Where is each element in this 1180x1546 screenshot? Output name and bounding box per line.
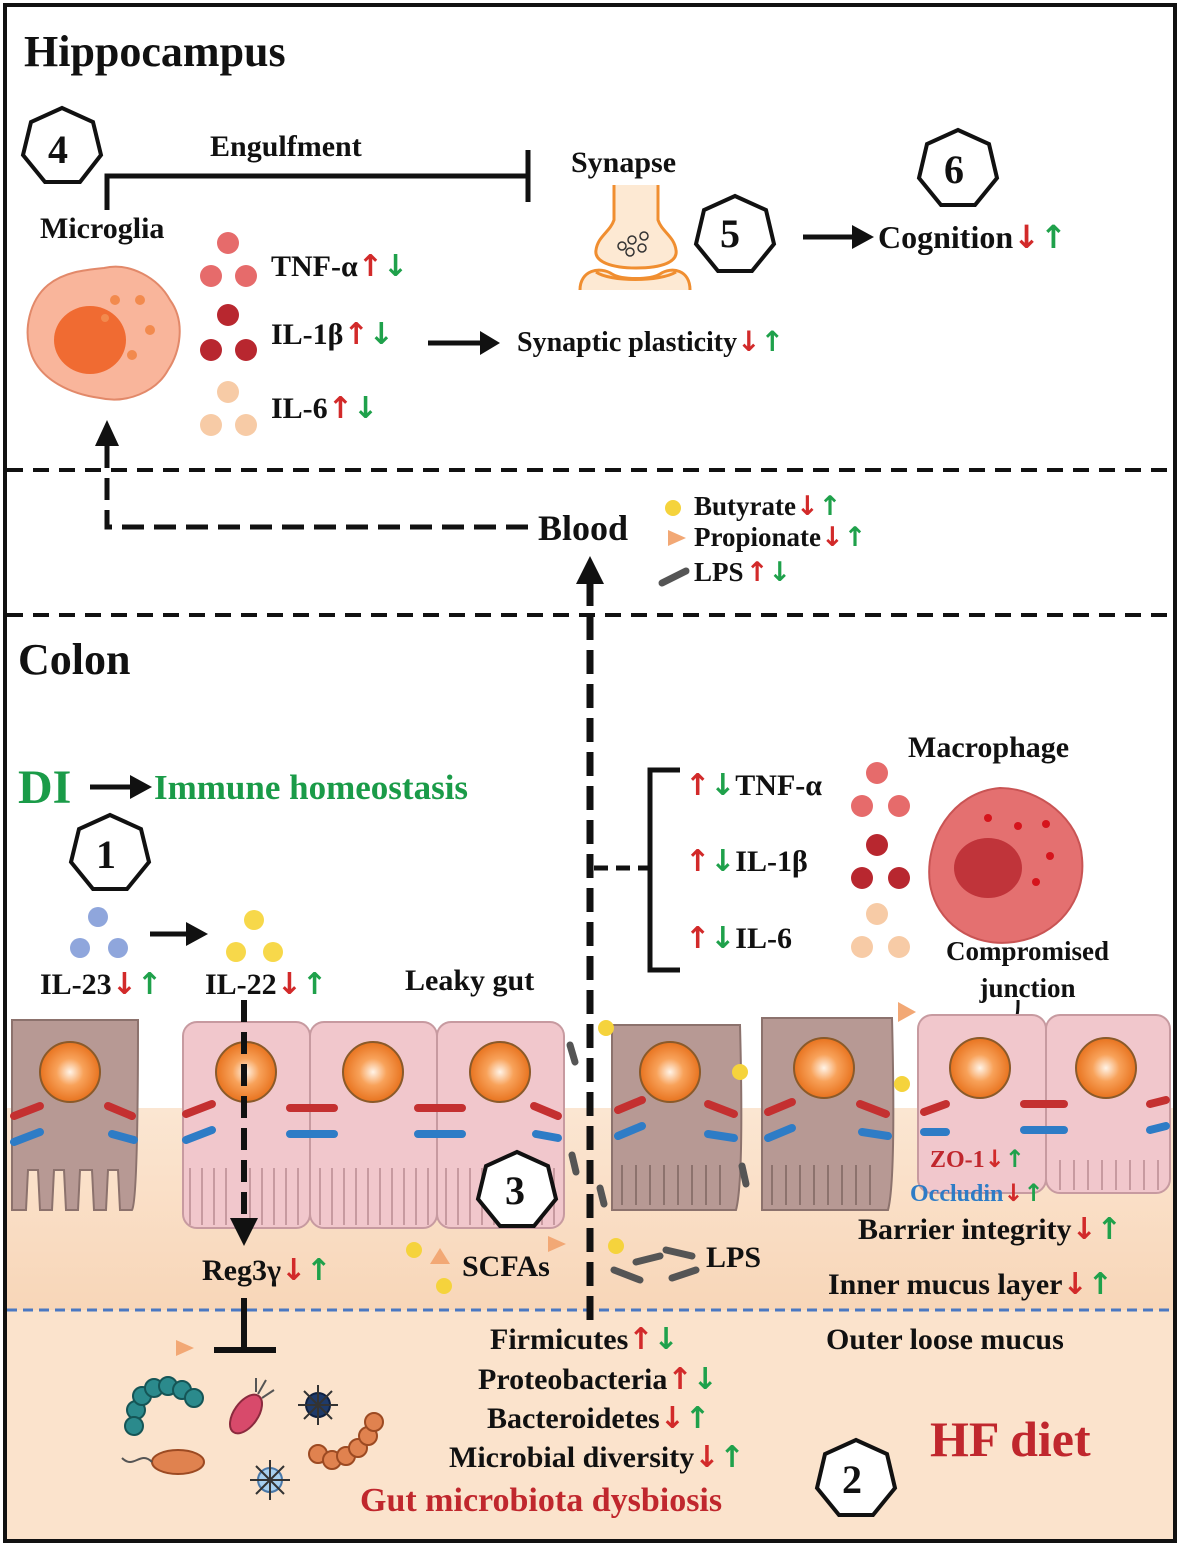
step-5-badge bbox=[693, 193, 777, 273]
inner-mucus-label: Inner mucus layer↓↑ bbox=[828, 1267, 1113, 1302]
propionate-label: Propionate↓↑ bbox=[694, 522, 867, 553]
occludin-label: Occludin↓↑ bbox=[910, 1179, 1044, 1207]
leaky-gut-label: Leaky gut bbox=[405, 964, 535, 997]
blood-label: Blood bbox=[538, 508, 629, 548]
microbial-diversity-label: Microbial diversity↓↑ bbox=[449, 1440, 745, 1475]
bacteroidetes-label: Bacteroidetes↓↑ bbox=[487, 1401, 711, 1436]
macrophage-il6: ↑↓IL-6 bbox=[685, 921, 792, 956]
microglia-il6: IL-6↑↓ bbox=[271, 391, 378, 426]
macrophage-il1b: ↑↓IL-1β bbox=[685, 844, 808, 879]
microglia-il1b: IL-1β↑↓ bbox=[271, 317, 394, 352]
step-6-number: 6 bbox=[944, 147, 964, 192]
step-6-badge bbox=[916, 127, 1000, 207]
di-label: DI bbox=[18, 761, 72, 814]
compromised-junction-label: Compromised junction bbox=[946, 936, 1110, 1003]
macrophage-label: Macrophage bbox=[908, 731, 1070, 764]
immune-homeostasis-label: Immune homeostasis bbox=[154, 768, 469, 807]
outer-frame bbox=[3, 3, 1177, 1543]
step-3-badge bbox=[475, 1149, 559, 1228]
butyrate-label: Butyrate↓↑ bbox=[694, 491, 842, 522]
macrophage-nucleus bbox=[954, 838, 1022, 898]
colon-title: Colon bbox=[18, 635, 131, 684]
step-4-badge bbox=[20, 105, 104, 184]
cognition-label: Cognition↓↑ bbox=[878, 218, 1067, 256]
scfas-label: SCFAs bbox=[462, 1250, 550, 1283]
proteobacteria-label: Proteobacteria↑↓ bbox=[478, 1362, 718, 1397]
outer-mucus-label: Outer loose mucus bbox=[826, 1323, 1064, 1356]
blood-lps-label: LPS ↑↓ bbox=[694, 557, 792, 588]
microglia-tnf: TNF-α↑↓ bbox=[271, 249, 409, 284]
blood-to-microglia-arrow bbox=[104, 440, 528, 530]
synapse-presynaptic bbox=[594, 185, 678, 270]
dysbiosis-label: Gut microbiota dysbiosis bbox=[360, 1482, 723, 1519]
synapse-label: Synapse bbox=[571, 146, 677, 179]
step-2-badge bbox=[814, 1437, 898, 1517]
step-5-number: 5 bbox=[720, 211, 740, 256]
barrier-integrity-label: Barrier integrity↓↑ bbox=[858, 1212, 1122, 1247]
hf-diet-label: HF diet bbox=[930, 1411, 1091, 1467]
zo1-label: ZO-1↓↑ bbox=[930, 1145, 1025, 1173]
firmicutes-label: Firmicutes↑↓ bbox=[490, 1322, 679, 1357]
gut-lps-label: LPS bbox=[706, 1241, 762, 1274]
step-2-number: 2 bbox=[842, 1457, 862, 1502]
engulfment-label: Engulfment bbox=[210, 130, 362, 163]
outer-mucus-region bbox=[7, 1310, 1173, 1539]
macrophage-tnf: ↑↓TNF-α bbox=[685, 768, 823, 803]
step-3-number: 3 bbox=[505, 1168, 525, 1213]
bacteria-group bbox=[121, 1376, 384, 1500]
il22-label: IL-22↓↑ bbox=[205, 967, 327, 1002]
il23-label: IL-23↓↑ bbox=[40, 967, 162, 1002]
step-1-number: 1 bbox=[96, 832, 116, 877]
cytokine-bracket bbox=[647, 767, 680, 973]
epithelium bbox=[10, 1014, 1171, 1229]
reg3g-label: Reg3γ↓↑ bbox=[202, 1253, 332, 1288]
engulfment-line bbox=[104, 173, 528, 210]
microglia-label: Microglia bbox=[40, 212, 165, 245]
synaptic-plasticity-label: Synaptic plasticity↓↑ bbox=[517, 325, 785, 358]
step-1-badge bbox=[68, 812, 152, 891]
microglia-nucleus bbox=[54, 306, 126, 374]
hippocampus-title: Hippocampus bbox=[24, 27, 286, 76]
step-4-number: 4 bbox=[48, 127, 68, 172]
